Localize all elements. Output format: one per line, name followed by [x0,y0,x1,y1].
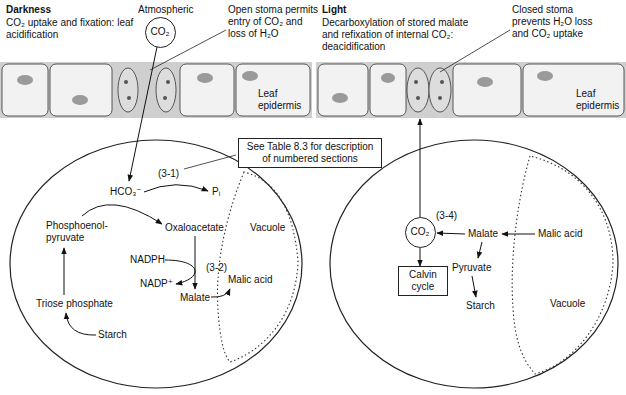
flow-arrow [420,248,421,267]
callout-number: (3-4) [436,210,457,222]
callout-note: Open stoma permits entry of CO₂ and loss… [228,4,320,40]
chloroplast [416,96,420,100]
chloroplast [163,96,167,100]
nucleus [477,77,493,87]
callout-number: (3-1) [158,168,179,180]
reaction-arrow [64,248,65,295]
source-label: Atmospheric [138,4,194,16]
nucleus [197,73,213,83]
reaction-arrow [437,233,465,234]
reaction-arrow [478,242,482,258]
metabolite-label: Phosphoenol- pyruvate [46,220,110,244]
metabolite-label: Pyruvate [452,262,491,274]
metabolite-label: Oxaloacetate [165,222,224,234]
epidermal-cell [318,64,368,116]
panel-title: Light [322,4,346,16]
reaction-arrow [66,313,96,335]
epidermal-cell [180,64,234,116]
epidermis-band [316,62,626,118]
mesophyll-cell [330,140,618,388]
panel-subtitle: CO₂ uptake and fixation: leaf acidificat… [6,17,134,41]
epidermal-cell [236,64,310,116]
compartment-label: Malic acid [538,228,582,240]
callout-number: (3-2) [206,262,227,274]
node-text: CO₂ [411,226,430,238]
tissue-label: Leaf epidermis [576,88,622,112]
nucleus [332,93,348,103]
node-text: CO₂ [151,26,170,38]
metabolite-label: Malate [468,228,498,240]
leader-line [184,155,236,169]
vacuole-region: Malic acidVacuole [505,148,615,384]
node-text: Calvin cycle [403,269,443,293]
chloroplast [414,80,418,84]
co2-internal-arrow [420,119,421,217]
epidermal-cell [523,64,624,116]
metabolite-label: Triose phosphate [36,298,113,310]
transport-arrow [211,289,230,297]
epidermal-cell [50,64,112,116]
epidermis-band [0,62,312,118]
vacuole-outline [505,148,615,384]
co2-entry-arrow [129,47,157,181]
co2-circle: CO₂ [145,17,176,48]
cofactor-label: NADP⁺ [140,278,173,290]
metabolite-label: Starch [466,300,495,312]
guard-cell [118,68,138,112]
cofactor-label: NADPH [130,254,165,266]
chloroplast [127,96,131,100]
epidermal-cell [370,64,406,116]
metabolite-label: Malate [180,292,210,304]
metabolite-label: HCO₃⁻ [110,186,142,198]
nucleus [381,73,395,83]
vacuole-membrane [217,172,298,362]
guard-cell [429,68,451,112]
reaction-arrow [472,276,476,297]
metabolite-label: Starch [98,329,127,341]
calvin-cycle-box: Calvin cycle [398,266,448,296]
mesophyll-cell [10,140,302,388]
reaction-arrow [144,185,208,192]
tissue-label: Leaf epidermis [258,88,304,112]
guard-cell [156,68,176,112]
epidermal-cell [453,64,521,116]
vacuole-region: Malic acid Vacuole [210,150,302,376]
vacuole-membrane [512,156,613,374]
chloroplast [440,80,444,84]
chloroplast [124,80,128,84]
panel-subtitle: Decarboxylation of stored malate and ref… [322,17,482,53]
node-text: See Table 8.3 for description of numbere… [243,141,377,165]
guard-cell [407,68,429,112]
nucleus [242,71,258,81]
nucleus [17,75,33,85]
panel-title: Darkness [6,4,51,16]
vacuole-outline [210,150,302,376]
callout-note: Closed stoma prevents H₂O loss and CO₂ u… [512,4,602,40]
chloroplast [166,80,170,84]
metabolite-label: Pᵢ [212,186,220,198]
epidermal-cell [2,64,48,116]
nucleus [72,95,88,105]
nucleus [537,71,553,81]
transport-arrow [502,234,535,235]
co2-circle: CO₂ [405,217,436,248]
compartment-label: Vacuole [250,222,285,234]
chloroplast [438,96,442,100]
reaction-arrow [195,236,196,289]
compartment-label: Malic acid [228,274,272,286]
compartment-label: Vacuole [550,298,585,310]
note-box: See Table 8.3 for description of numbere… [238,138,382,168]
